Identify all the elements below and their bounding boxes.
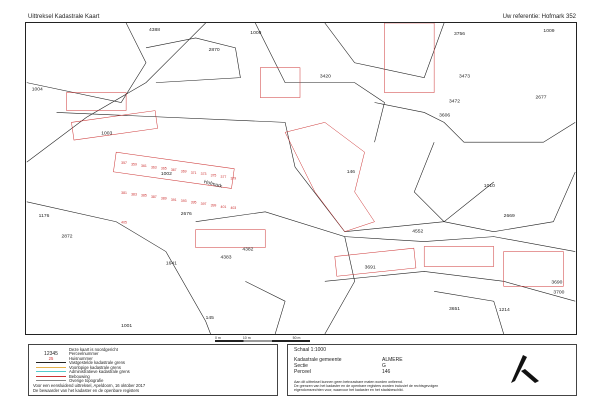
legend-item: Overige topografie bbox=[69, 378, 104, 384]
legend-item: Bebouwing bbox=[69, 373, 90, 379]
disclaimer: eigendomsrechten voor, waarvoor het kada… bbox=[294, 388, 404, 392]
house-number: 357 bbox=[121, 161, 127, 165]
disclaimer: De grenzen van het kadaster en de openba… bbox=[294, 384, 439, 388]
house-number: 377 bbox=[221, 175, 227, 179]
parcel-labels: 4388 2870 1008 1009 3420 3473 3756 1004 … bbox=[32, 27, 565, 329]
legend-item: Deze kaart is noordgericht bbox=[69, 346, 118, 352]
house-number: 375 bbox=[211, 174, 217, 178]
parcel-number: 1214 bbox=[499, 307, 510, 313]
house-number: 391 bbox=[171, 198, 177, 202]
house-number: 363 bbox=[151, 165, 157, 169]
house-number: 359 bbox=[131, 162, 137, 166]
parcel-number: 3651 bbox=[449, 306, 460, 312]
house-number: 371 bbox=[191, 171, 197, 175]
info-value: G bbox=[382, 363, 386, 369]
parcel-number: 2669 bbox=[504, 213, 515, 219]
parcel-number: 1008 bbox=[250, 30, 261, 36]
legend-item: Perceelnummer bbox=[69, 351, 99, 357]
info-label: Kadastrale gemeente bbox=[294, 357, 342, 363]
parcel-number: 3690 bbox=[551, 279, 562, 285]
parcel-number: 1010 bbox=[484, 183, 495, 189]
scale-text: Schaal 1:1000 bbox=[294, 347, 326, 353]
parcel-number: 1001 bbox=[121, 323, 132, 329]
house-number: 373 bbox=[201, 172, 207, 176]
parcel-number: 2870 bbox=[209, 47, 220, 53]
house-number: 395 bbox=[191, 201, 197, 205]
house-number: 405 bbox=[121, 221, 127, 225]
legend-footer: Voor een eensluidend uittreksel, Apeldoo… bbox=[33, 383, 146, 388]
parcel-number: 4383 bbox=[221, 254, 232, 260]
info-value: 146 bbox=[382, 369, 391, 375]
parcel-number: 3606 bbox=[439, 112, 450, 118]
house-number: 365 bbox=[161, 167, 167, 171]
parcel-number: 1641 bbox=[166, 260, 177, 266]
house-number: 389 bbox=[161, 196, 167, 200]
parcel-number: 3700 bbox=[553, 289, 564, 295]
cadastral-map: 4388 2870 1008 1009 3420 3473 3756 1004 … bbox=[25, 22, 577, 335]
parcel-number: 3691 bbox=[365, 264, 376, 270]
parcel-number: 1004 bbox=[32, 87, 43, 93]
kadaster-logo-icon bbox=[511, 355, 539, 383]
legend-item: Voorlopige kadastrale grens bbox=[69, 364, 121, 370]
scale-bar: 0 m 10 m 50 m bbox=[215, 336, 310, 342]
house-number: 361 bbox=[141, 164, 147, 168]
legend-item: Vastgestelde kadastrale grens bbox=[69, 360, 126, 366]
parcel-number: 145 bbox=[206, 315, 215, 321]
parcel-number: 1009 bbox=[543, 28, 554, 34]
parcel-number: 4552 bbox=[412, 229, 423, 235]
house-number: 401 bbox=[221, 205, 227, 209]
parcel-number: 3472 bbox=[449, 98, 460, 104]
parcel-number: 1176 bbox=[39, 213, 50, 219]
parcel-number: 1002 bbox=[161, 171, 172, 177]
house-number: 399 bbox=[211, 203, 217, 207]
parcel-number: 146 bbox=[347, 169, 356, 175]
info-value: ALMERE bbox=[382, 357, 403, 363]
scale-label: 50 m bbox=[292, 336, 301, 340]
parcel-number: 3473 bbox=[459, 74, 470, 80]
scale-label: 10 m bbox=[242, 336, 251, 340]
buildings bbox=[66, 23, 564, 287]
house-number: 379 bbox=[230, 176, 236, 180]
disclaimer: Aan dit uittreksel kunnen geen betrouwba… bbox=[294, 380, 403, 384]
house-number: 403 bbox=[230, 206, 236, 210]
legend-symbol: 25 bbox=[48, 355, 54, 361]
parcel-number: 4382 bbox=[242, 247, 253, 253]
parcel-boundaries bbox=[26, 23, 576, 334]
scale-label: 0 m bbox=[215, 336, 221, 340]
house-number: 383 bbox=[131, 192, 137, 196]
parcel-number: 2676 bbox=[181, 211, 192, 217]
document-title: Uittreksel Kadastrale Kaart bbox=[28, 14, 100, 20]
legend-item: Huisnummer bbox=[69, 355, 93, 361]
legend-footer: De bewaarder van het kadaster en de open… bbox=[33, 387, 140, 393]
house-number: 367 bbox=[171, 168, 177, 172]
info-label: Sectie bbox=[294, 363, 308, 369]
reference: Uw referentie: Hofmark 352 bbox=[502, 14, 576, 20]
parcel-number: 4388 bbox=[149, 27, 160, 33]
house-number: 369 bbox=[181, 169, 187, 173]
house-number: 393 bbox=[181, 199, 187, 203]
house-number: 387 bbox=[151, 195, 157, 199]
house-number: 397 bbox=[201, 202, 207, 206]
house-number: 385 bbox=[141, 194, 147, 198]
street-name: Hofmark bbox=[203, 179, 223, 190]
info-label: Perceel bbox=[294, 369, 311, 375]
parcel-number: 2677 bbox=[535, 95, 546, 101]
legend-symbol: 12345 bbox=[44, 350, 58, 357]
parcel-number: 2872 bbox=[62, 234, 73, 240]
parcel-number: 3420 bbox=[320, 74, 331, 80]
house-number: 381 bbox=[121, 191, 127, 195]
legend-item: Administratieve kadastrale grens bbox=[69, 369, 130, 375]
parcel-number: 3756 bbox=[454, 31, 465, 37]
legend: Deze kaart is noordgericht 12345 Perceeln… bbox=[28, 344, 278, 396]
parcel-number: 1003 bbox=[101, 130, 112, 136]
